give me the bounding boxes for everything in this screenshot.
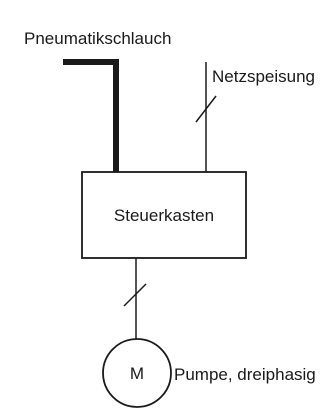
motor-symbol-circle — [102, 338, 172, 408]
motor-symbol-label: M — [130, 364, 144, 383]
motor-feed-tick — [123, 283, 147, 307]
pneumatic-hose-label: Pneumatikschlauch — [24, 29, 171, 48]
pneumatic-hose-line — [63, 59, 119, 172]
control-box-label: Steuerkasten — [114, 206, 214, 225]
mains-supply-label: Netzspeisung — [212, 67, 315, 86]
pump-label: Pumpe, dreiphasig — [174, 365, 316, 384]
supply-line-tick — [195, 95, 217, 123]
control-box — [81, 171, 247, 259]
